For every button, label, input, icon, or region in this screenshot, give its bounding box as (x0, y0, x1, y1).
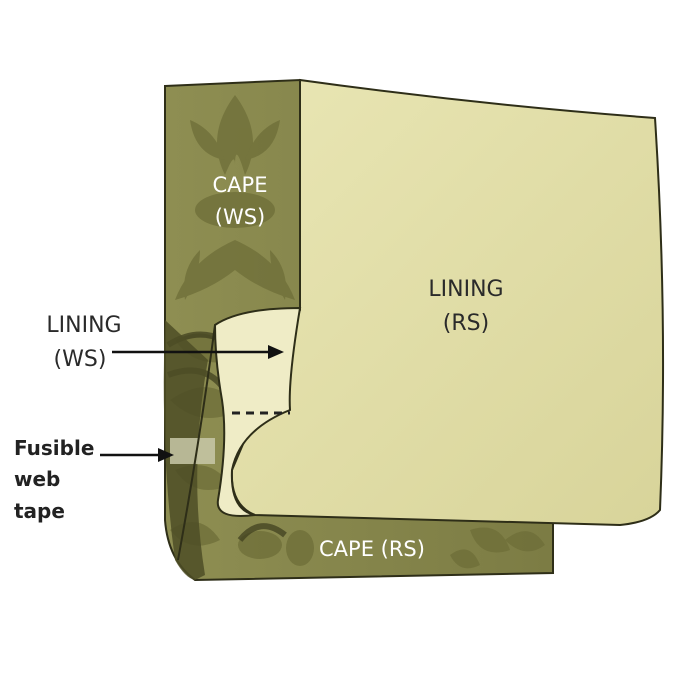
lining-rs-label-2: (RS) (443, 311, 489, 336)
lining-ws-label-1: LINING (46, 313, 121, 338)
lining-rs-label-1: LINING (428, 277, 503, 302)
cape-ws-label-1: CAPE (213, 173, 268, 197)
fusible-label-3: tape (14, 499, 65, 523)
arrow-fusible (100, 448, 174, 462)
fusible-web-tape (170, 438, 215, 464)
cape-rs-label: CAPE (RS) (319, 537, 425, 561)
lining-folded-edge (177, 306, 302, 561)
cape-ws-label-2: (WS) (215, 205, 265, 229)
arrow-lining-ws (112, 345, 284, 359)
lining-ws-label-2: (WS) (54, 347, 107, 372)
fusible-label-2: web (14, 467, 60, 491)
fusible-label-1: Fusible (14, 436, 94, 460)
